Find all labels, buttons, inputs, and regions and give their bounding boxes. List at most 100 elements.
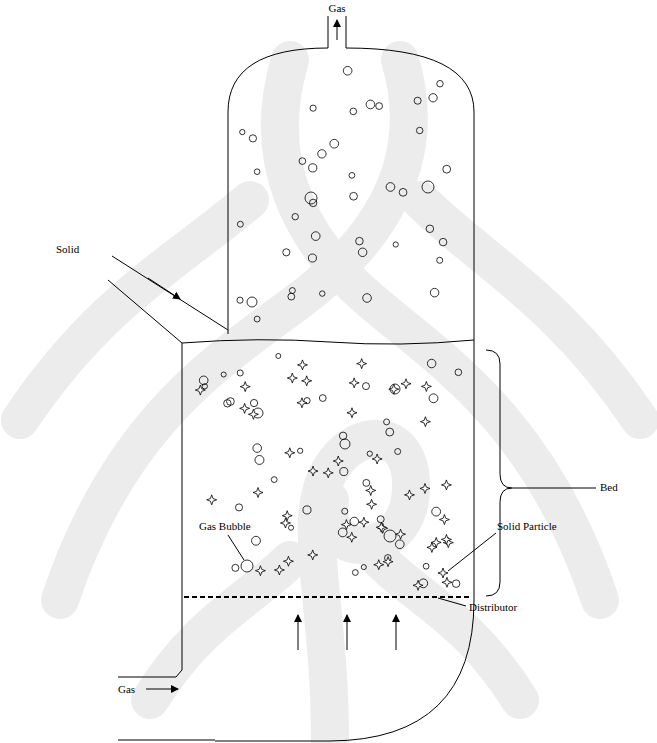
bed-bracket [486, 350, 512, 596]
gas-bubble [298, 448, 303, 453]
gas-bubble [253, 444, 262, 453]
bracket-label: Bed [600, 481, 618, 493]
leader-line [228, 535, 244, 560]
gas-bubble [288, 293, 295, 300]
gas-flow-arrow [298, 615, 299, 650]
gas-bubble [276, 353, 281, 358]
solid-particle [427, 542, 437, 552]
gas-bubble [439, 238, 447, 246]
gas-bubble [319, 395, 326, 402]
gas-bubble [429, 94, 437, 102]
gas-bubble [426, 225, 434, 233]
gas-bubble [288, 525, 293, 530]
gas-bubble [352, 570, 358, 576]
solid-particle [255, 566, 265, 576]
solid-particle [297, 360, 307, 370]
vessel-bed-wall [118, 343, 182, 677]
gas-bubble [363, 479, 370, 486]
solid-particle [401, 379, 411, 389]
gas-bubble [339, 432, 346, 439]
gas-bubble [376, 103, 383, 110]
gas-bubble [330, 139, 339, 148]
gas-bubble [349, 172, 355, 178]
gas-bubble [338, 528, 347, 537]
gas-bubble [358, 248, 367, 257]
gas-bubble [289, 288, 295, 294]
solid-particle [374, 560, 384, 570]
solid-particle [240, 403, 250, 413]
solid-particle [367, 499, 377, 509]
gas-inlet-arrow [146, 689, 178, 690]
solid-particle [413, 580, 423, 590]
solid-particle [439, 515, 449, 525]
gas-bubble [430, 288, 439, 297]
solid-particle [297, 398, 307, 408]
gas-bubble [303, 506, 311, 514]
gas-bubble [237, 370, 243, 376]
gas-bubble [443, 165, 451, 173]
solid-particle [376, 522, 386, 532]
gas-bubble [455, 369, 462, 376]
solid-particle [349, 378, 359, 388]
gas-inlet-pipe [118, 740, 215, 741]
gas-bubble [318, 150, 326, 158]
solid-particle [383, 557, 393, 567]
gas-bubble [254, 316, 260, 322]
callout-label: Solid Particle [497, 520, 557, 532]
gas-bubble [237, 221, 243, 227]
solid-particle [341, 520, 351, 530]
solid-particle [285, 448, 295, 458]
gas-bubble [254, 169, 260, 175]
solid-particle [347, 532, 357, 542]
gas-bubble [429, 394, 438, 403]
solid-particle [442, 577, 452, 587]
gas-bubble [320, 291, 325, 296]
gas-bubble [240, 129, 245, 134]
vessel-freeboard [215, 48, 474, 741]
gas-bubble [437, 257, 443, 263]
gas-bubble [393, 242, 398, 247]
solid-particle [274, 565, 284, 575]
gas-flow-arrow [396, 615, 397, 650]
solid-particle [366, 485, 376, 495]
solid-particle [283, 556, 293, 566]
solid-particle [347, 408, 357, 418]
solid-particle [287, 373, 297, 383]
gas-bubble [202, 384, 207, 389]
bed-surface [182, 340, 474, 344]
gas-bubble [437, 80, 443, 86]
gas-bubble [232, 564, 239, 571]
solid-particle [389, 384, 399, 394]
solid-particle [323, 468, 333, 478]
solid-particle [438, 568, 448, 578]
gas-bubble [235, 504, 242, 511]
solid-particle [441, 534, 451, 544]
gas-bubble [199, 376, 208, 385]
stream-label: Solid [56, 243, 79, 255]
solid-particle [359, 517, 369, 527]
gas-bubble [350, 108, 357, 115]
gas-bubble [363, 294, 372, 303]
gas-bubble [283, 249, 290, 256]
gas-bubble [237, 297, 243, 303]
solid-particle [441, 480, 451, 490]
solid-inlet-pipe [108, 256, 228, 343]
gas-bubble [414, 97, 421, 104]
distributor-plate [184, 596, 472, 598]
solid-feed-arrow [148, 278, 180, 299]
gas-bubble [432, 507, 441, 516]
gas-bubble [399, 188, 407, 196]
gas-bubble [377, 516, 384, 523]
gas-bubble [340, 439, 350, 449]
solid-particle [280, 518, 290, 528]
solid-particle [357, 359, 367, 369]
gas-bubble [395, 449, 401, 455]
gas-bubble [252, 536, 261, 545]
gas-bubble [309, 164, 317, 172]
leader-line [438, 598, 466, 606]
gas-bubble [367, 451, 372, 456]
solid-particle [248, 409, 258, 419]
gas-bubble [247, 297, 257, 307]
gas-bubble [356, 237, 364, 245]
